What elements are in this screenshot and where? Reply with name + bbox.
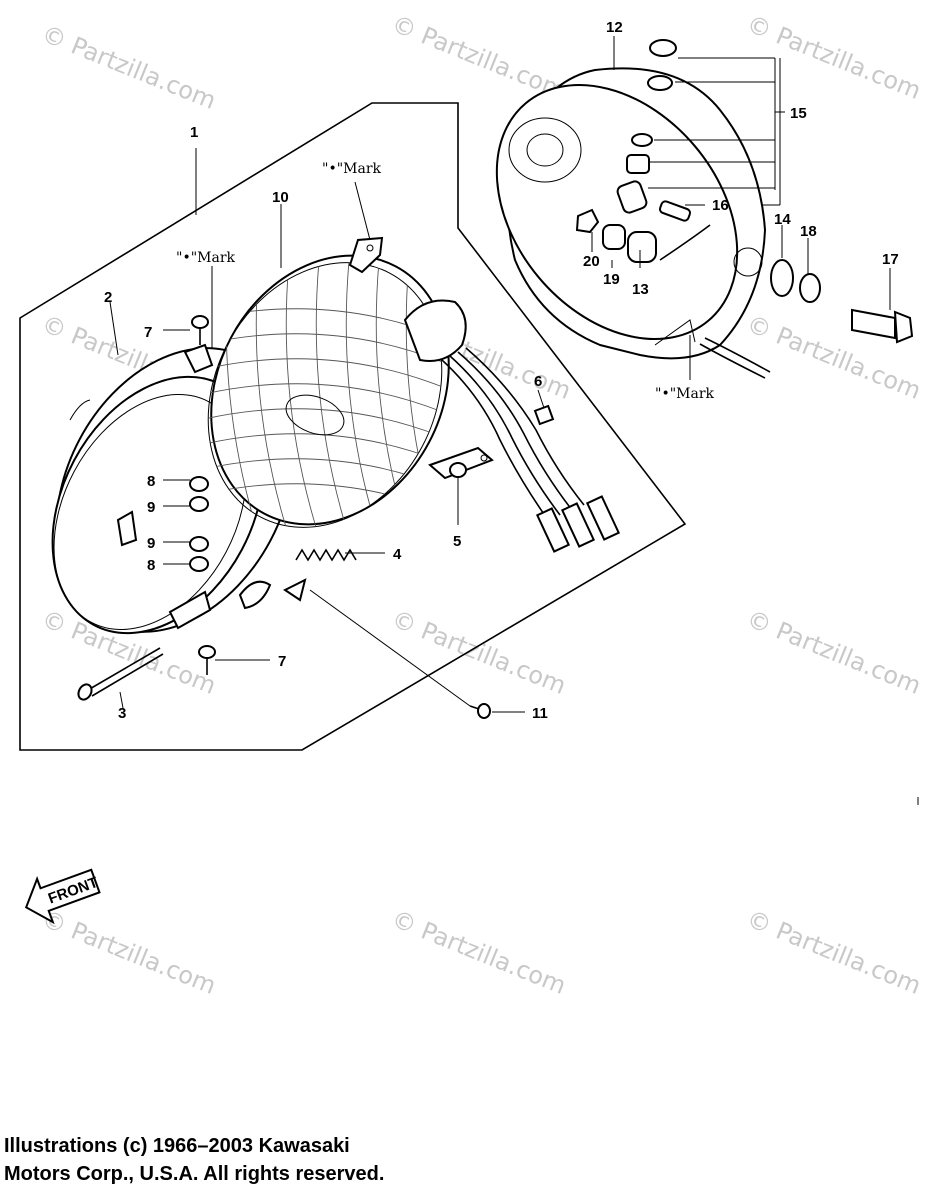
callout-9-a: 9 xyxy=(147,499,155,516)
callout-7-bottom: 7 xyxy=(278,653,286,670)
bracket-nut xyxy=(533,404,555,426)
callout-8-a: 8 xyxy=(147,473,155,490)
callout-3: 3 xyxy=(118,705,126,722)
bracket-washer xyxy=(449,462,467,478)
callout-20: 20 xyxy=(583,253,600,270)
sealed-beam-unit xyxy=(199,236,621,553)
mark-label-top: "•"Mark xyxy=(322,161,382,177)
mark-label-left: "•"Mark xyxy=(176,250,236,266)
grommet xyxy=(770,259,794,297)
long-screw xyxy=(77,647,164,701)
callout-8-b: 8 xyxy=(147,557,155,574)
callout-9-b: 9 xyxy=(147,535,155,552)
watermark: © Partzilla.com xyxy=(388,605,570,700)
assembly-boundary xyxy=(19,102,687,751)
housing-hardware xyxy=(575,39,711,263)
callout-1: 1 xyxy=(190,124,198,141)
callout-15: 15 xyxy=(790,105,807,122)
mounting-bolt xyxy=(851,308,914,344)
callout-labels: 1 2 3 4 5 6 7 7 8 9 9 8 10 11 12 13 14 1… xyxy=(104,19,899,722)
watermark: © Partzilla.com xyxy=(743,10,925,105)
callout-16: 16 xyxy=(712,197,729,214)
callout-2: 2 xyxy=(104,289,112,306)
callout-4: 4 xyxy=(393,546,402,563)
callout-5: 5 xyxy=(453,533,461,550)
spring xyxy=(295,548,357,562)
watermark: © Partzilla.com xyxy=(38,905,220,1000)
callout-11: 11 xyxy=(532,705,548,722)
watermark: © Partzilla.com xyxy=(38,20,220,115)
callout-6: 6 xyxy=(534,373,542,390)
callout-19: 19 xyxy=(603,271,620,288)
screw-top xyxy=(191,315,209,345)
watermark: © Partzilla.com xyxy=(388,10,570,105)
watermark: © Partzilla.com xyxy=(388,905,570,1000)
headlight-housing xyxy=(495,67,767,360)
callout-17: 17 xyxy=(882,251,899,268)
washer-18 xyxy=(799,273,821,303)
watermark: © Partzilla.com xyxy=(743,605,925,700)
screw-11 xyxy=(469,703,491,719)
callout-7-top: 7 xyxy=(144,324,152,341)
callout-14: 14 xyxy=(774,211,791,228)
washer-stack xyxy=(189,476,209,572)
watermark: © Partzilla.com xyxy=(743,905,925,1000)
screw-bottom xyxy=(198,645,216,675)
mark-label-housing: "•"Mark xyxy=(655,386,715,402)
callout-18: 18 xyxy=(800,223,817,240)
copyright-line-2: Motors Corp., U.S.A. All rights reserved… xyxy=(4,1163,385,1185)
copyright-line-1: Illustrations (c) 1966–2003 Kawasaki xyxy=(4,1135,350,1157)
copyright-notice: Illustrations (c) 1966–2003 Kawasaki Mot… xyxy=(4,1132,384,1188)
callout-13: 13 xyxy=(632,281,649,298)
leader-lines xyxy=(109,36,891,713)
callout-10: 10 xyxy=(272,189,289,206)
callout-12: 12 xyxy=(606,19,623,36)
